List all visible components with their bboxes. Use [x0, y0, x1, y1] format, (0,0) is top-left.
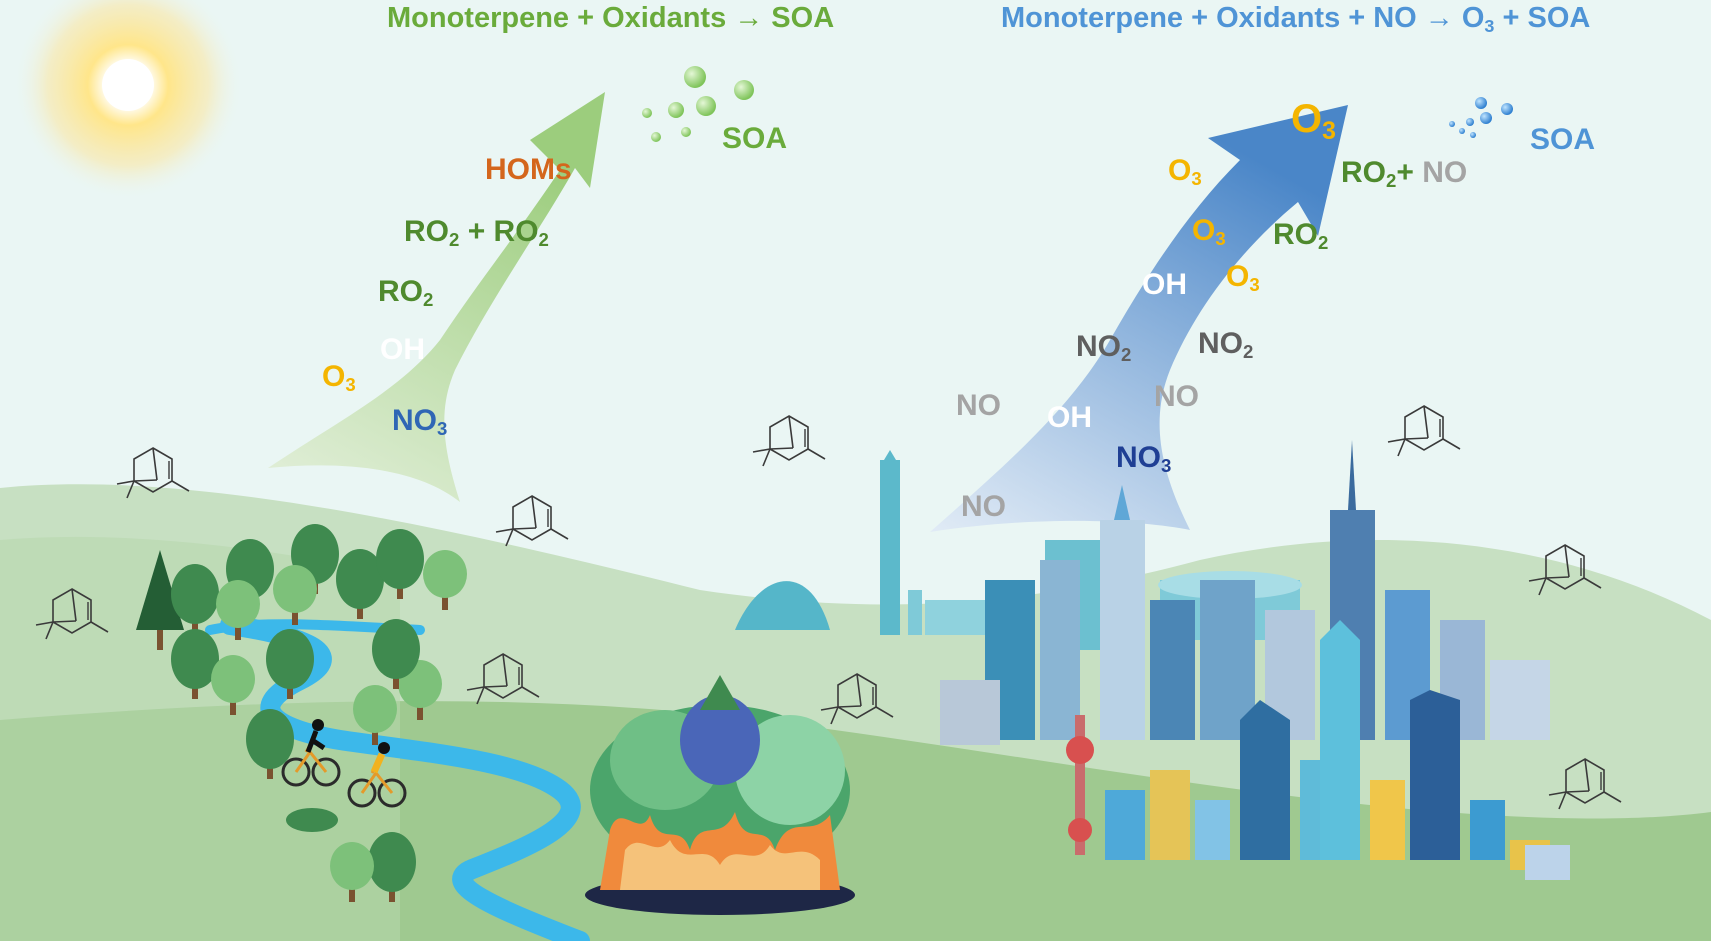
- left-ro2-label: RO2: [378, 275, 434, 311]
- wildfire-icon: [585, 675, 855, 915]
- left-soa-label: SOA: [722, 122, 788, 155]
- right-oh-label-a: OH: [1142, 268, 1187, 301]
- sun-icon: [13, 0, 243, 200]
- left-o3-label: O3: [322, 360, 356, 396]
- cyclist-icon: [281, 719, 341, 787]
- ro2-plus-ro2-label: RO2 + RO2: [404, 215, 549, 251]
- right-title: Monoterpene + Oxidants + NO → O3 + SOA: [1001, 2, 1591, 37]
- right-o3-label-c: O3: [1226, 260, 1260, 296]
- soa-particles-icon: [1449, 97, 1513, 138]
- no-label-b: NO: [1154, 380, 1199, 413]
- city-skyline-icon: [1066, 620, 1570, 880]
- right-soa-label: SOA: [1530, 123, 1596, 156]
- soa-particles-icon: [642, 66, 754, 142]
- right-o3-label-b: O3: [1192, 214, 1226, 250]
- left-title: Monoterpene + Oxidants → SOA: [387, 2, 835, 34]
- left-oh-label: OH: [380, 333, 425, 366]
- left-no3-label: NO3: [392, 404, 448, 440]
- left-reaction-arrow: [268, 92, 605, 502]
- right-ro2-label: RO2: [1273, 218, 1329, 254]
- right-no3-label: NO3: [1116, 441, 1172, 477]
- right-reaction-arrow: [930, 105, 1348, 532]
- no2-label-a: NO2: [1076, 330, 1132, 366]
- right-oh-label-b: OH: [1047, 401, 1092, 434]
- no-label-a: NO: [956, 389, 1001, 422]
- o3-product-label: O3: [1291, 97, 1336, 145]
- cyclist-icon: [347, 742, 407, 808]
- homs-label: HOMs: [485, 153, 572, 186]
- forest-icon: [136, 524, 467, 902]
- no-label-c: NO: [961, 490, 1006, 523]
- no2-label-b: NO2: [1198, 327, 1254, 363]
- right-o3-label-a: O3: [1168, 154, 1202, 190]
- ro2-plus-no-label: RO2+ NO: [1341, 156, 1468, 192]
